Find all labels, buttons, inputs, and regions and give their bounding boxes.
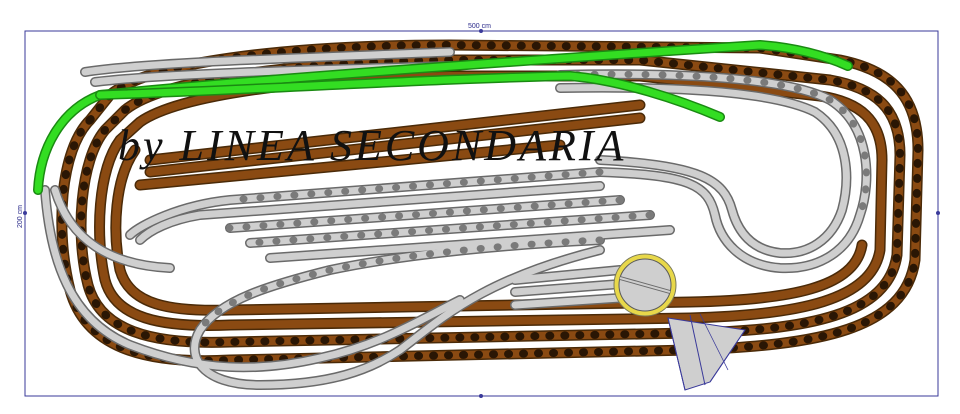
- width-dimension-label: 500 cm: [468, 23, 491, 30]
- dimension-marker-bottom: [479, 394, 483, 398]
- roundhouse: [667, 313, 746, 391]
- upper-branch-tracks: [33, 40, 853, 195]
- station-yard-tracks: [40, 47, 872, 391]
- dimension-marker-right: [936, 211, 940, 215]
- dimension-marker-top: [479, 29, 483, 33]
- height-dimension-label: 200 cm: [17, 205, 24, 228]
- watermark-text: by LINEA SECONDARIA: [118, 121, 626, 170]
- turntable[interactable]: [613, 253, 677, 317]
- dimension-marker-left: [23, 211, 27, 215]
